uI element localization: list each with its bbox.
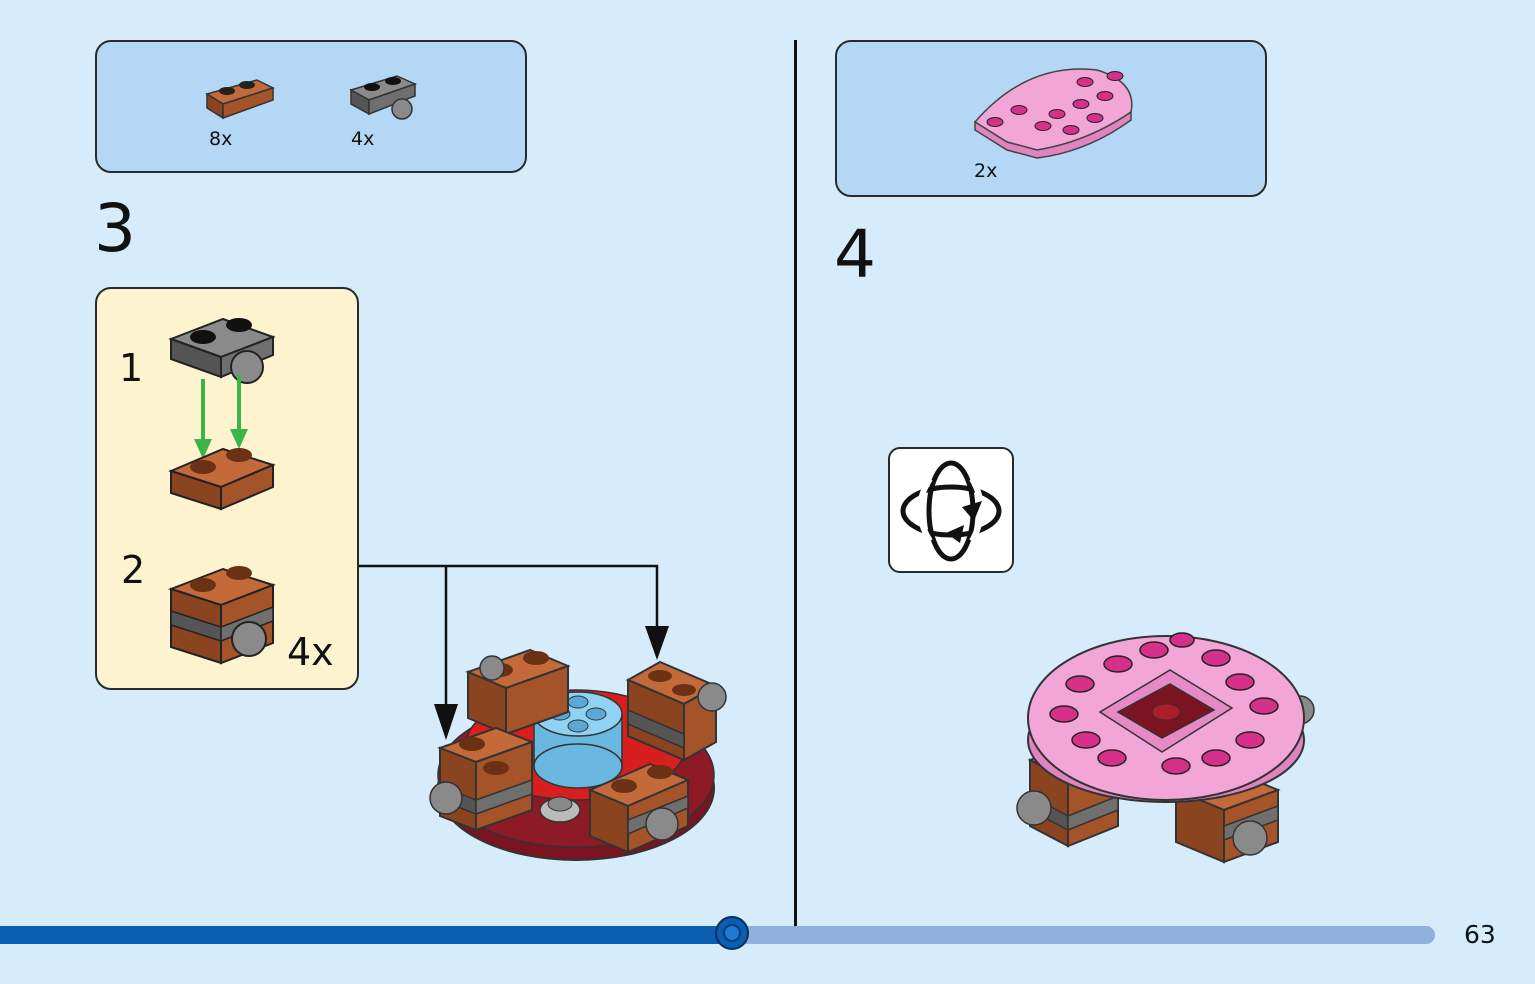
sub-step-number-1: 1 [119, 346, 144, 390]
pink-half-circle-plate-icon [973, 68, 1133, 159]
page-divider [794, 40, 797, 935]
rotate-model-icon [900, 460, 1002, 562]
sub-assembly-callout: 1 2 4x [95, 287, 359, 690]
step-number-4: 4 [834, 216, 876, 293]
progress-bar-knob [715, 916, 749, 950]
sub-assembly-count: 4x [287, 630, 334, 674]
part-count-grey-plate: 4x [351, 128, 375, 150]
brown-plate-1x2-icon [205, 79, 275, 120]
step4-parts-box: 2x [835, 40, 1267, 197]
sub-step-number-2: 2 [121, 548, 146, 592]
part-count-pink-plate: 2x [974, 160, 998, 182]
grey-plate-with-ball-icon [349, 75, 418, 120]
part-count-brown-plate: 8x [209, 128, 233, 150]
page-number: 63 [1464, 920, 1496, 949]
progress-bar-fill [0, 926, 732, 944]
rotate-model-box [888, 447, 1014, 573]
step-number-3: 3 [94, 190, 136, 267]
sub-assembly-illustration [167, 317, 277, 665]
step3-parts-box: 8x 4x [95, 40, 527, 173]
